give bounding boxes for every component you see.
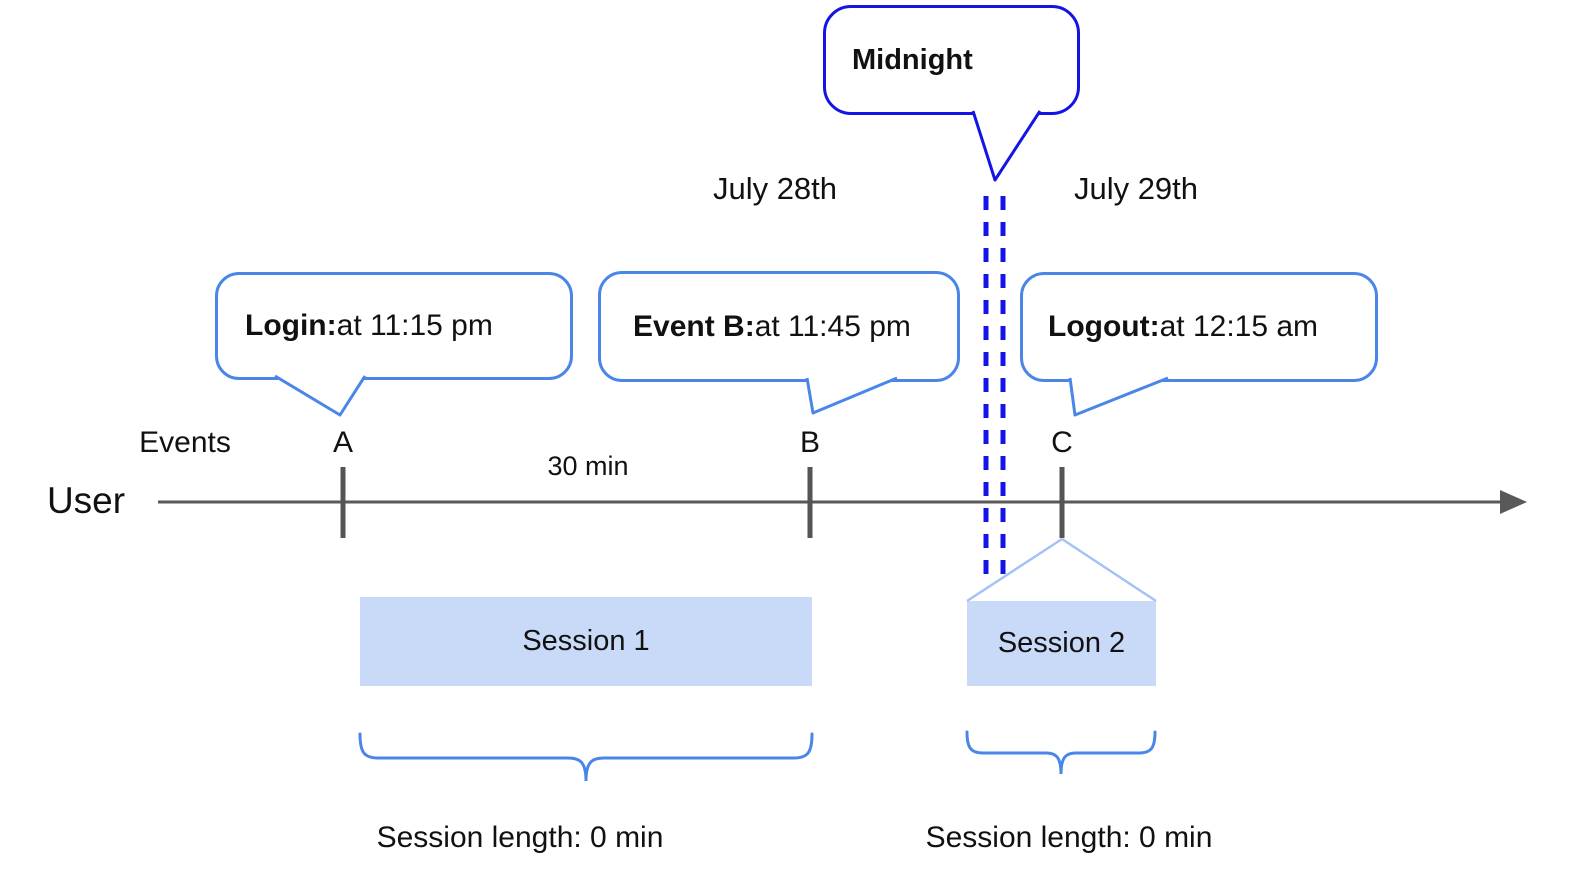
logout-callout-detail: at 12:15 am xyxy=(1159,310,1319,343)
events-row-label: Events xyxy=(139,426,231,459)
logout-callout: Logout: at 12:15 am xyxy=(1020,272,1378,382)
interval-30min-label: 30 min xyxy=(547,450,629,481)
user-row-label: User xyxy=(46,480,126,521)
event-b-label: B xyxy=(799,426,820,459)
midnight-callout-label: Midnight xyxy=(852,43,973,76)
session-2-length-label: Session length: 0 min xyxy=(925,821,1213,854)
login-callout-detail: at 11:15 pm xyxy=(336,309,493,342)
logout-callout-title: Logout: xyxy=(1048,310,1160,343)
login-callout-title: Login: xyxy=(245,309,337,342)
session-1-length-label: Session length: 0 min xyxy=(376,821,664,854)
date-july-29-label: July 29th xyxy=(1073,171,1199,206)
date-july-28-label: July 28th xyxy=(712,171,838,206)
event-b-callout: Event B: at 11:45 pm xyxy=(598,271,960,382)
midnight-callout: Midnight xyxy=(823,5,1080,115)
session-1-label: Session 1 xyxy=(522,625,650,657)
session-2-label: Session 2 xyxy=(997,627,1126,659)
event-a-label: A xyxy=(332,426,353,459)
event-c-label: C xyxy=(1051,426,1073,459)
login-callout: Login: at 11:15 pm xyxy=(215,272,573,380)
event-b-callout-detail: at 11:45 pm xyxy=(754,309,911,343)
event-b-callout-title: Event B: xyxy=(633,309,755,343)
